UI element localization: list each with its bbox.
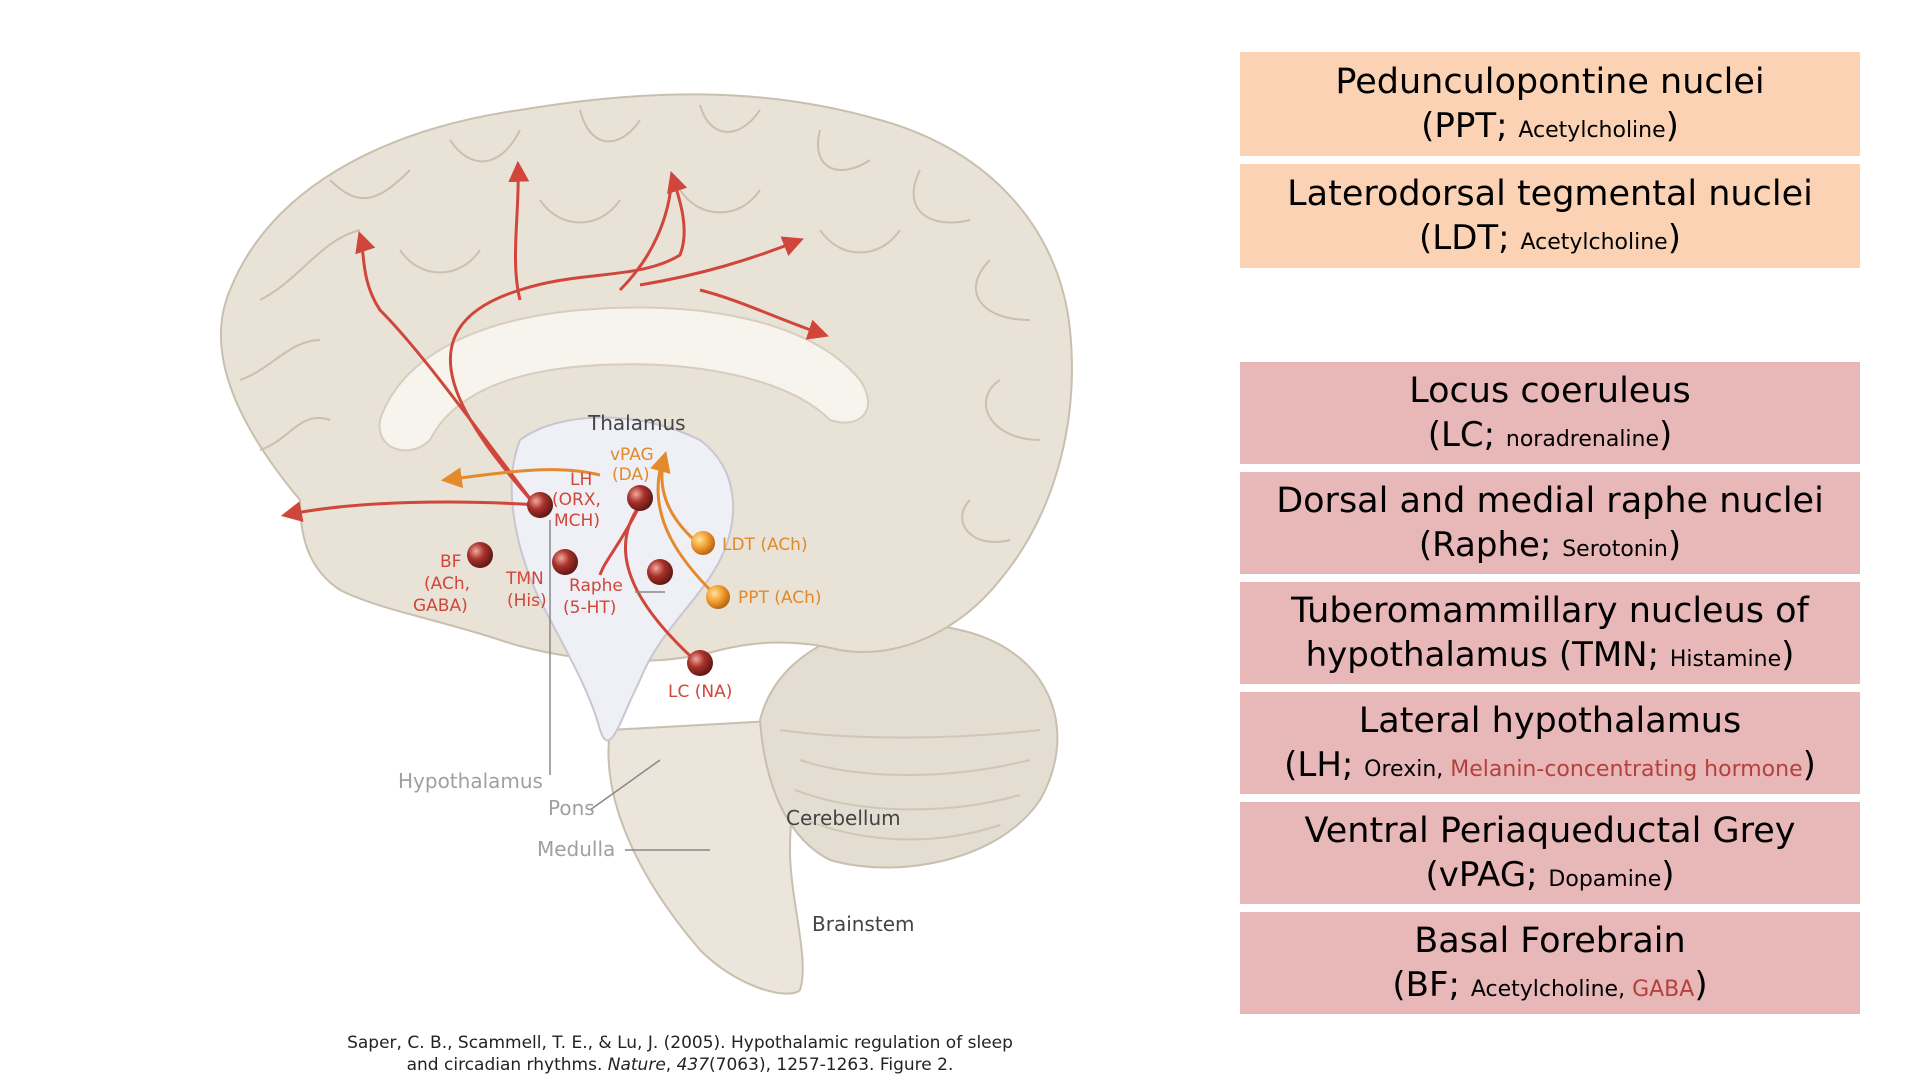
label-ppt: PPT (ACh) — [738, 588, 822, 608]
box-ppt-sub: (PPT; Acetylcholine) — [1421, 105, 1679, 146]
box-ldt-sub: (LDT; Acetylcholine) — [1419, 217, 1681, 258]
citation: Saper, C. B., Scammell, T. E., & Lu, J. … — [280, 1032, 1080, 1076]
label-hypothalamus: Hypothalamus — [398, 769, 543, 793]
box-raphe: Dorsal and medial raphe nuclei (Raphe; S… — [1240, 472, 1860, 574]
label-lh-1: LH — [570, 470, 592, 490]
label-lc: LC (NA) — [668, 682, 732, 702]
vpag-nucleus — [627, 485, 653, 511]
label-medulla: Medulla — [537, 837, 615, 861]
cerebellum-shape — [758, 623, 1059, 869]
label-ldt: LDT (ACh) — [722, 535, 808, 555]
ppt-nucleus — [706, 585, 730, 609]
label-bf-1: BF — [440, 552, 461, 572]
box-ppt-title: Pedunculopontine nuclei — [1335, 61, 1765, 102]
label-brainstem: Brainstem — [812, 912, 914, 936]
box-bf-sub: (BF; Acetylcholine, GABA) — [1392, 964, 1708, 1005]
lc-nucleus — [687, 650, 713, 676]
box-lc: Locus coeruleus (LC; noradrenaline) — [1240, 362, 1860, 464]
box-raphe-sub: (Raphe; Serotonin) — [1418, 524, 1682, 565]
label-tmn-2: (His) — [507, 591, 547, 611]
leader-lines — [549, 520, 710, 851]
box-vpag-sub: (vPAG; Dopamine) — [1425, 854, 1675, 895]
box-bf-title: Basal Forebrain — [1414, 920, 1686, 961]
label-vpag-2: (DA) — [612, 465, 650, 485]
box-lc-sub: (LC; noradrenaline) — [1427, 414, 1673, 455]
box-lc-title: Locus coeruleus — [1409, 370, 1691, 411]
box-tmn: Tuberomammillary nucleus of hypothalamus… — [1240, 582, 1860, 684]
label-pons: Pons — [548, 796, 595, 820]
corpus-callosum — [378, 306, 870, 452]
label-bf-2: (ACh, — [424, 574, 470, 594]
box-vpag: Ventral Periaqueductal Grey (vPAG; Dopam… — [1240, 802, 1860, 904]
bf-nucleus — [467, 542, 493, 568]
label-lh-3: MCH) — [554, 511, 600, 531]
label-raphe-1: Raphe — [569, 576, 623, 596]
box-raphe-title: Dorsal and medial raphe nuclei — [1276, 480, 1824, 521]
label-thalamus: Thalamus — [587, 411, 686, 435]
gyri — [239, 104, 1041, 543]
box-ldt-title: Laterodorsal tegmental nuclei — [1287, 173, 1813, 214]
box-vpag-title: Ventral Periaqueductal Grey — [1304, 810, 1796, 851]
citation-line-1: Saper, C. B., Scammell, T. E., & Lu, J. … — [347, 1033, 1013, 1053]
label-lh-2: (ORX, — [552, 490, 601, 510]
box-bf: Basal Forebrain (BF; Acetylcholine, GABA… — [1240, 912, 1860, 1014]
ldt-nucleus — [691, 531, 715, 555]
raphe-nucleus — [647, 559, 673, 585]
box-ppt: Pedunculopontine nuclei (PPT; Acetylchol… — [1240, 52, 1860, 156]
box-tmn-title: Tuberomammillary nucleus of — [1291, 590, 1809, 631]
cerebrum-shape — [220, 93, 1073, 662]
box-lh-sub: (LH; Orexin, Melanin-concentrating hormo… — [1284, 744, 1816, 785]
thalamus-region — [510, 416, 735, 742]
box-lh-title: Lateral hypothalamus — [1358, 700, 1742, 741]
label-vpag-1: vPAG — [610, 445, 654, 465]
lh-nucleus — [527, 492, 553, 518]
label-raphe-2: (5-HT) — [563, 598, 616, 618]
orange-pathways — [440, 450, 717, 597]
label-tmn-1: TMN — [505, 569, 544, 589]
citation-line-2: and circadian rhythms. Nature, 437(7063)… — [406, 1055, 954, 1076]
box-lh: Lateral hypothalamus (LH; Orexin, Melani… — [1240, 692, 1860, 794]
red-pathways — [280, 160, 829, 667]
label-bf-3: GABA) — [413, 596, 468, 616]
cerebellum-folia — [779, 729, 1041, 841]
label-cerebellum: Cerebellum — [786, 806, 901, 830]
tmn-nucleus — [552, 549, 578, 575]
box-ldt: Laterodorsal tegmental nuclei (LDT; Acet… — [1240, 164, 1860, 268]
box-tmn-sub: hypothalamus (TMN; Histamine) — [1305, 634, 1795, 675]
